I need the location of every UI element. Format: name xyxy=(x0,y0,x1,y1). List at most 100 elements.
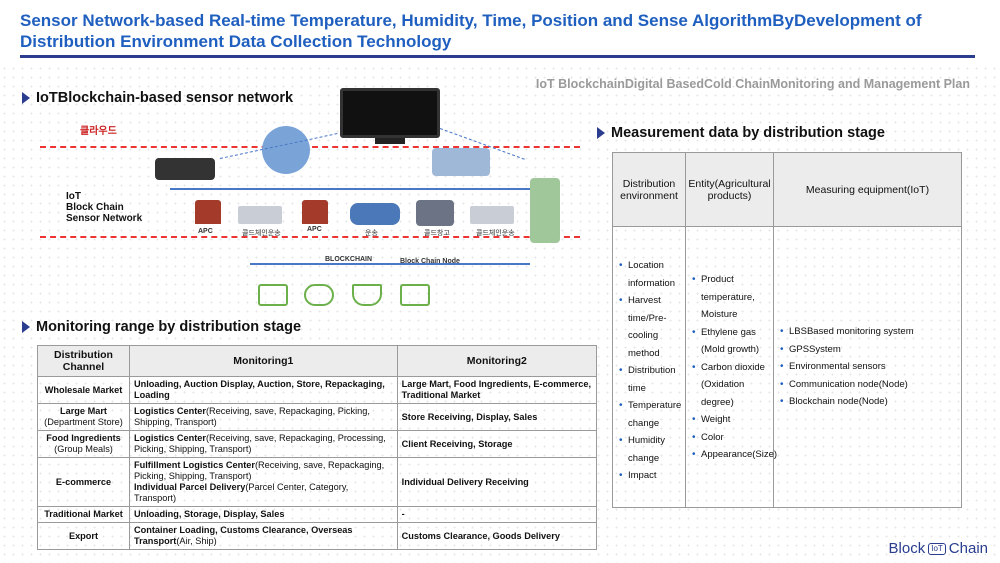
monitoring1-detail: (Receiving, save, Repackaging, Processin… xyxy=(134,433,386,454)
transport-label: 콜드체인운송 xyxy=(242,230,281,237)
retail-stores-icon xyxy=(530,178,560,243)
table-header-row: Distribution Channel Monitoring1 Monitor… xyxy=(37,345,598,377)
table-row: Food Ingredients(Group Meals)Logistics C… xyxy=(37,430,598,458)
monitor-stand xyxy=(375,138,405,144)
column-header: Measuring equipment(IoT) xyxy=(774,153,961,227)
logo-text-right: Chain xyxy=(948,540,988,557)
monitoring2-cell: Individual Delivery Receiving xyxy=(396,457,598,507)
transport-label: 콜드체인운송 xyxy=(476,230,515,237)
section-heading-text: Monitoring range by distribution stage xyxy=(36,319,302,335)
equipment-item: Blockchain node(Node) xyxy=(780,393,957,411)
page-title: Sensor Network-based Real-time Temperatu… xyxy=(20,11,922,51)
monitoring1-detail: (Receiving, save, Repackaging, Picking, … xyxy=(134,406,370,427)
column-header: Monitoring2 xyxy=(396,345,598,377)
monitoring2-cell: Customs Clearance, Goods Delivery xyxy=(396,522,598,550)
flow-line xyxy=(170,188,530,190)
briefcase-icon xyxy=(400,284,430,306)
page-subtitle: IoT BlockchainDigital BasedCold ChainMon… xyxy=(535,77,970,91)
monitoring2-cell: - xyxy=(396,506,598,523)
entity-item: Appearance(Size) xyxy=(692,446,777,464)
monitoring1-cell: Unloading, Auction Display, Auction, Sto… xyxy=(129,376,398,404)
environment-item: Humidity change xyxy=(619,432,681,467)
channel-cell: Traditional Market xyxy=(37,506,130,523)
monitor-display-icon xyxy=(340,88,440,138)
channel-cell: Large Mart(Department Store) xyxy=(37,403,130,431)
monitoring1-primary: Container Loading, Customs Clearance, Ov… xyxy=(134,525,353,546)
handshake-icon xyxy=(304,284,334,306)
monitoring2-text: Customs Clearance, Goods Delivery xyxy=(401,530,560,541)
monitoring1-primary: Logistics Center xyxy=(134,433,206,443)
measurement-data-table: Distribution environment Entity(Agricult… xyxy=(612,152,962,508)
apc-label: APC xyxy=(307,226,322,233)
monitoring2-cell: Large Mart, Food Ingredients, E-commerce… xyxy=(396,376,598,404)
monitoring1-primary: Unloading, Auction Display, Auction, Sto… xyxy=(134,379,385,400)
equipment-item: GPSSystem xyxy=(780,341,957,359)
storage-label: 콜드창고 xyxy=(424,230,450,237)
monitoring2-text: Individual Delivery Receiving xyxy=(401,476,529,487)
title-divider xyxy=(20,55,975,58)
logo-mark: IoT xyxy=(928,542,946,555)
cloud-network-icon xyxy=(262,126,310,174)
apc-label: APC xyxy=(198,228,213,235)
environment-item: Temperature change xyxy=(619,397,681,432)
logo-text-left: Block xyxy=(888,540,926,557)
channel-name: E-commerce xyxy=(55,476,112,487)
mobile-tower-icon xyxy=(432,148,490,176)
channel-cell: E-commerce xyxy=(37,457,130,507)
environment-item: Impact xyxy=(619,467,681,485)
network-label: IoT Block Chain Sensor Network xyxy=(66,191,143,224)
table-row: E-commerce Fulfillment Logistics Center(R… xyxy=(37,457,598,507)
monitoring1-cell: Logistics Center(Receiving, save, Repack… xyxy=(129,430,398,458)
entity-item: Carbon dioxide (Oxidation degree) xyxy=(692,359,769,412)
section-heading-sensor-network: IoTBlockchain-based sensor network xyxy=(22,90,293,106)
channel-name: Wholesale Market xyxy=(44,384,123,395)
sensor-devices-icon xyxy=(155,158,215,180)
monitoring2-text: Client Receiving, Storage xyxy=(401,438,513,449)
equipment-column: LBSBased monitoring systemGPSSystemEnvir… xyxy=(774,227,961,507)
entity-column: Product temperature, MoistureEthylene ga… xyxy=(686,227,777,507)
cloud-boundary-line xyxy=(40,146,580,148)
channel-sub: (Department Store) xyxy=(44,417,123,427)
channel-name: Export xyxy=(68,530,99,541)
cloud-label: 클라우드 xyxy=(80,126,117,137)
monitoring1-detail: (Receiving, save, Repackaging, Picking, … xyxy=(134,460,385,481)
equipment-item: LBSBased monitoring system xyxy=(780,323,957,341)
entity-item: Weight xyxy=(692,411,769,429)
environment-item: Location information xyxy=(619,257,681,292)
channel-cell: Wholesale Market xyxy=(37,376,130,404)
blockiotchain-logo: Block IoT Chain xyxy=(889,540,988,557)
column-header: Distribution Channel xyxy=(37,345,130,377)
channel-name: Large Mart xyxy=(60,406,107,416)
bullet-triangle-icon xyxy=(22,321,30,333)
entity-item: Ethylene gas (Mold growth) xyxy=(692,324,769,359)
environment-item: Harvest time/Pre-cooling method xyxy=(619,292,681,362)
section-heading-monitoring-range: Monitoring range by distribution stage xyxy=(22,319,301,335)
flow-line xyxy=(250,263,530,265)
graduation-cap-icon xyxy=(352,284,382,306)
channel-name: Traditional Market xyxy=(44,509,123,519)
monitoring2-text: Store Receiving, Display, Sales xyxy=(401,411,538,422)
cold-truck-icon xyxy=(470,206,514,224)
section-heading-text: IoTBlockchain-based sensor network xyxy=(36,90,294,106)
monitoring1-primary: Individual Parcel Delivery xyxy=(134,482,246,492)
equipment-item: Environmental sensors xyxy=(780,358,957,376)
monitoring1-cell: Container Loading, Customs Clearance, Ov… xyxy=(129,522,398,550)
table-row: Wholesale Market Unloading, Auction Displ… xyxy=(37,376,598,404)
table-row: Export Container Loading, Customs Clearan… xyxy=(37,522,598,550)
apc-building-icon xyxy=(302,200,328,224)
monitoring1-cell: Logistics Center(Receiving, save, Repack… xyxy=(129,403,398,431)
table-row: Large Mart(Department Store)Logistics Ce… xyxy=(37,403,598,431)
monitoring2-cell: Client Receiving, Storage xyxy=(396,430,598,458)
network-boundary-line xyxy=(40,236,580,238)
monitoring1-primary: Unloading, Storage, Display, Sales xyxy=(134,509,285,519)
environment-column: Location informationHarvest time/Pre-coo… xyxy=(613,227,686,507)
monitoring-range-table: Distribution Channel Monitoring1 Monitor… xyxy=(37,345,598,550)
monitoring1-primary: Fulfillment Logistics Center xyxy=(134,460,255,470)
blockchain-node-label: Block Chain Node xyxy=(400,258,460,265)
channel-cell: Food Ingredients(Group Meals) xyxy=(37,430,130,458)
ship-plane-icon xyxy=(350,203,400,225)
environment-item: Distribution time xyxy=(619,362,681,397)
cold-truck-icon xyxy=(238,206,282,224)
monitoring2-text: - xyxy=(401,509,405,519)
section-heading-measurement-data: Measurement data by distribution stage xyxy=(597,125,885,141)
